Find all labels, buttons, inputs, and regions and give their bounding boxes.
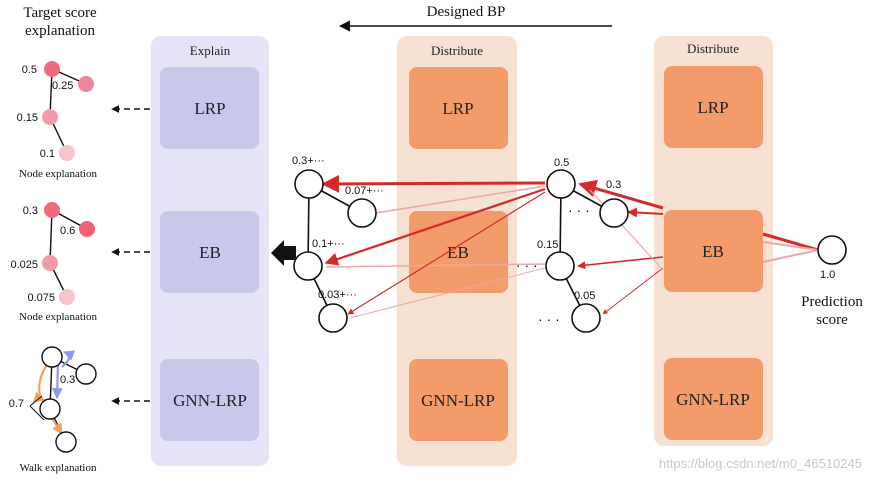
- node2-value-1: 0.6: [60, 225, 75, 237]
- right-label-1: 0.3: [606, 179, 621, 191]
- walk-value-1: 0.3: [60, 374, 75, 386]
- distribute-right-box-eb-label: EB: [702, 242, 724, 261]
- walk-blue-down: [51, 362, 63, 400]
- right-node-b: [599, 198, 629, 228]
- explain-box-lrp: LRP: [160, 67, 259, 149]
- explain-input-arrow: [271, 240, 296, 266]
- walk-value-0: 0.7: [9, 398, 24, 410]
- node-explanation-2: 0.3 0.6 0.025 0.075 Node explanation: [10, 202, 97, 323]
- node-0.075: [59, 289, 75, 305]
- mid-node-d: [318, 303, 348, 333]
- distribute-mid-box-eb: EB: [409, 211, 508, 293]
- walk-blue-path: [61, 350, 76, 368]
- distribute-right-box-gnn-lrp: GNN-LRP: [664, 358, 763, 440]
- walk-orange-down: [51, 417, 63, 435]
- mid-label-1: 0.07+···: [345, 185, 384, 197]
- distribute-mid-box-lrp-label: LRP: [442, 99, 473, 118]
- mid-node-a: [294, 169, 324, 199]
- node-0.15: [42, 109, 58, 125]
- walk-orange-path: [32, 362, 49, 403]
- distribute-mid-box-gnn-lrp-label: GNN-LRP: [421, 391, 495, 410]
- prediction-label-line1: Prediction: [801, 294, 863, 310]
- distribute-mid-box-eb-label: EB: [447, 243, 469, 262]
- walk-node-top: [41, 346, 63, 368]
- prediction-node: 1.0 Prediction score: [801, 235, 863, 328]
- right-node-d: [571, 303, 601, 333]
- node2-value-0: 0.3: [23, 205, 38, 217]
- prediction-value: 1.0: [820, 269, 835, 281]
- node2-caption: Node explanation: [19, 311, 97, 323]
- node-explanation-1: 0.5 0.25 0.15 0.1 Node explanation: [17, 61, 97, 180]
- prediction-circle: [817, 235, 847, 265]
- mid-label-3: 0.03+···: [318, 289, 357, 301]
- mid-graph: 0.3+··· 0.07+··· 0.1+··· 0.03+···: [292, 155, 384, 333]
- right-ellipsis-0: · · ·: [568, 202, 590, 218]
- mid-label-2: 0.1+···: [312, 238, 345, 250]
- target-title-line2: explanation: [25, 23, 95, 39]
- distribute-right-box-lrp-label: LRP: [697, 98, 728, 117]
- node1-value-2: 0.15: [17, 112, 38, 124]
- right-label-2: 0.15: [537, 239, 558, 251]
- explain-box-gnn-lrp: GNN-LRP: [160, 359, 259, 441]
- right-ellipsis-1: · · ·: [516, 257, 538, 273]
- right-ellipsis-2: · · ·: [538, 311, 560, 327]
- right-label-3: 0.05: [574, 290, 595, 302]
- node-0.025: [42, 255, 58, 271]
- distribute-right-box-gnn-lrp-label: GNN-LRP: [676, 390, 750, 409]
- walk-explanation: 0.7 0.3 Walk explanation: [9, 346, 97, 474]
- watermark: https://blog.csdn.net/m0_46510245: [659, 456, 862, 471]
- distribute-mid-title: Distribute: [431, 43, 483, 58]
- node2-value-2: 0.025: [10, 259, 38, 271]
- explain-box-lrp-label: LRP: [194, 99, 225, 118]
- node1-value-3: 0.1: [40, 148, 55, 160]
- distribute-mid-box-lrp: LRP: [409, 67, 508, 149]
- distribute-mid-box-gnn-lrp: GNN-LRP: [409, 359, 508, 441]
- node-0.25: [78, 76, 94, 92]
- target-title-line1: Target score: [23, 5, 97, 21]
- distribute-right-box-lrp: LRP: [664, 66, 763, 148]
- prediction-label-line2: score: [816, 312, 848, 328]
- explain-panel-title: Explain: [190, 43, 231, 58]
- explain-box-eb-label: EB: [199, 243, 221, 262]
- mid-node-b: [347, 198, 377, 228]
- node1-value-1: 0.25: [52, 80, 73, 92]
- mid-node-c: [293, 251, 323, 281]
- distribute-right-box-eb: EB: [664, 210, 763, 292]
- node1-caption: Node explanation: [19, 168, 97, 180]
- right-graph: 0.5 0.3 0.15 0.05 · · · · · · · · ·: [516, 157, 629, 333]
- explain-box-gnn-lrp-label: GNN-LRP: [173, 391, 247, 410]
- walk-node-bottom: [55, 431, 77, 453]
- explain-box-eb: EB: [160, 211, 259, 293]
- node1-value-0: 0.5: [22, 64, 37, 76]
- right-node-c: [545, 251, 575, 281]
- walk-node-right: [75, 363, 97, 385]
- right-node-a: [546, 169, 576, 199]
- designed-bp-label: Designed BP: [427, 4, 506, 20]
- node-0.6: [79, 221, 95, 237]
- distribute-right-title: Distribute: [687, 41, 739, 56]
- walk-node-mid: [39, 398, 61, 420]
- node2-value-3: 0.075: [27, 292, 55, 304]
- relevance-arrows: [321, 174, 819, 319]
- node-0.5: [44, 61, 60, 77]
- node-0.1: [59, 145, 75, 161]
- mid-label-0: 0.3+···: [292, 155, 325, 167]
- walk-caption: Walk explanation: [19, 462, 97, 474]
- node-0.3: [44, 202, 60, 218]
- right-label-0: 0.5: [554, 157, 569, 169]
